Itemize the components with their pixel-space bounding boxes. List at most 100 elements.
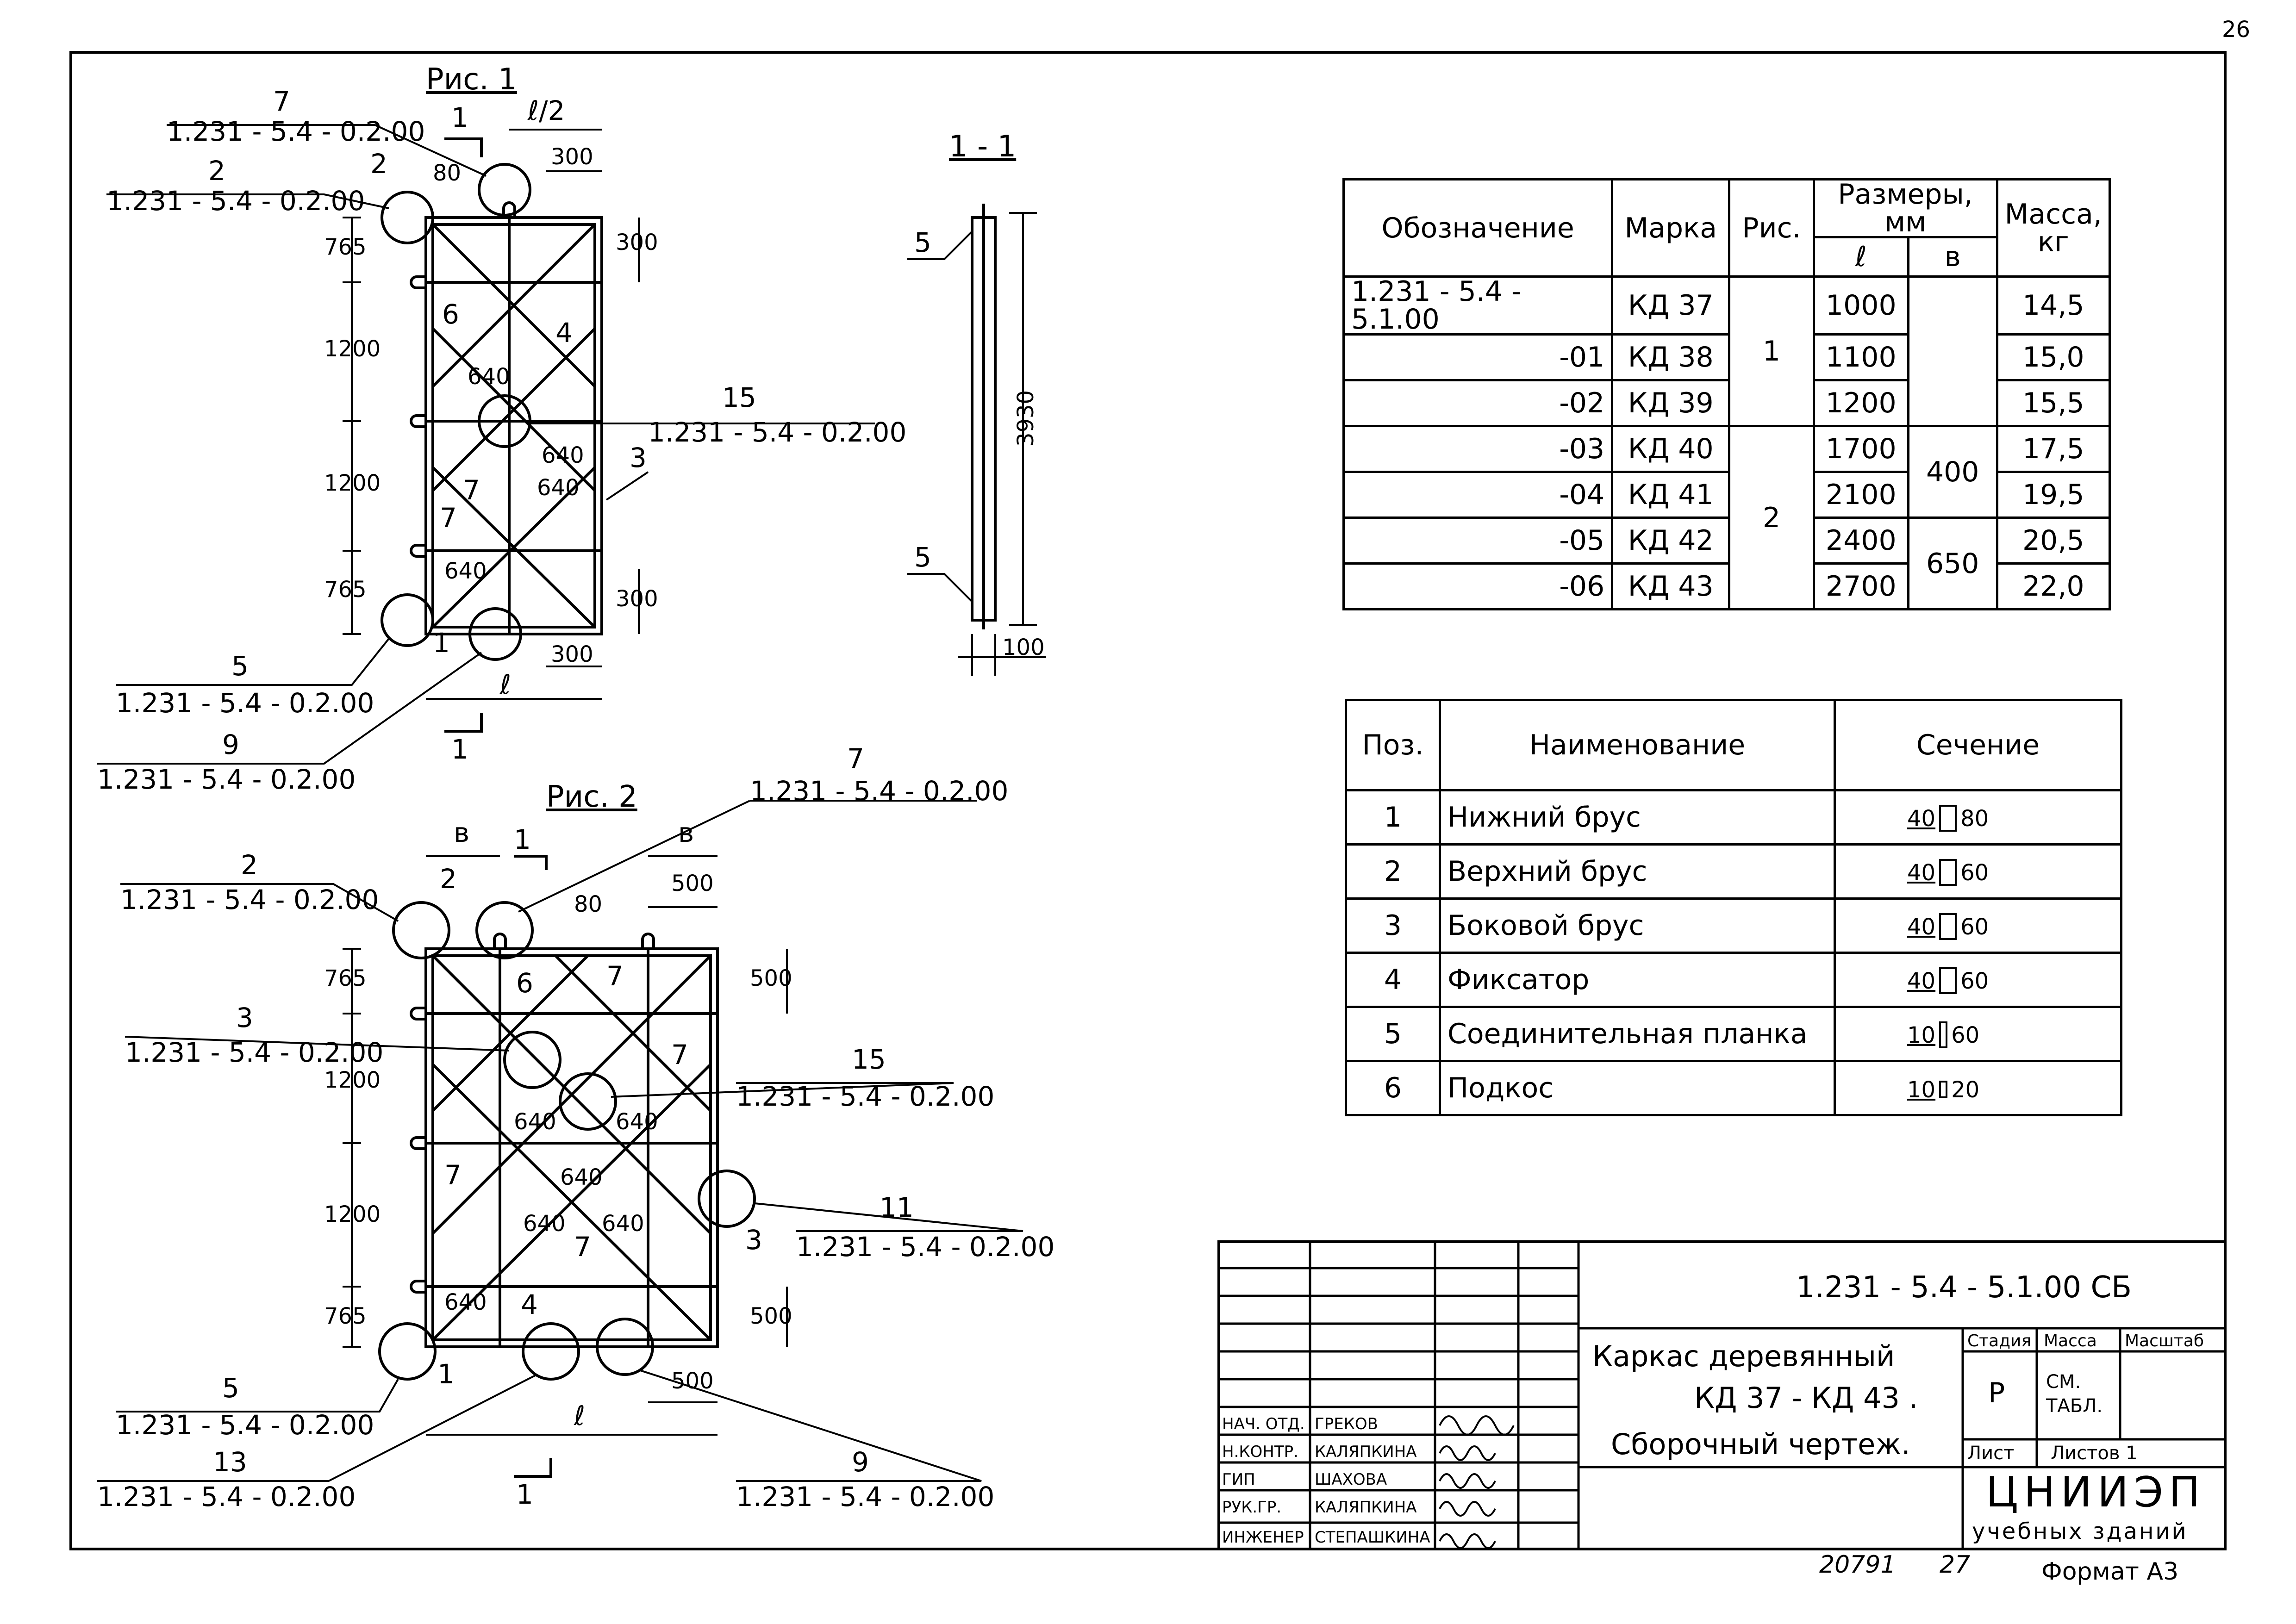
spec-row-l: 1200 [1812,379,1909,427]
fig2-dim-500-bottom: 500 [671,1368,714,1394]
pos-row-pos: 1 [1345,789,1441,846]
spec-row-l: 2700 [1812,562,1909,610]
spec-row-mark: КД 42 [1611,516,1731,565]
spec-row-mark: КД 41 [1611,471,1731,519]
spec-header-fig: Рис. [1728,178,1815,278]
fig1-callout-5-ref: 1.231 - 5.4 - 0.2.00 [116,687,374,719]
scale-label: Масштаб [2125,1332,2204,1350]
spec-row-mass: 20,5 [1996,516,2111,565]
pos-row-pos: 6 [1345,1060,1441,1116]
fig2-label-3: 3 [745,1224,762,1256]
spec-row-mark: КД 38 [1611,333,1731,381]
fig2-callout-3-num: 3 [236,1002,253,1033]
fig2-dim-765-top: 765 [324,965,367,991]
spec-row-designation: -04 [1342,471,1614,519]
pos-row-name: Подкос [1439,1060,1836,1116]
fig2-callout-7-ref: 1.231 - 5.4 - 0.2.00 [750,775,1009,807]
spec-header-l: ℓ [1812,236,1909,278]
spec-row-designation: -06 [1342,562,1614,610]
signature-1 [1439,1415,1515,1436]
spec-b-400: 400 [1907,425,1998,519]
fig2-callout-13-ref: 1.231 - 5.4 - 0.2.00 [97,1481,356,1512]
fig1-callout-2-ref: 1.231 - 5.4 - 0.2.00 [106,185,365,217]
fig2-label-7b: 7 [671,1039,688,1070]
pos-header-pos: Поз. [1345,699,1441,791]
section-title: 1 - 1 [949,130,1017,164]
fig1-label-7a: 7 [463,474,480,506]
pos-section-h: 60 [1960,914,1989,940]
fig1-label-4: 4 [555,317,573,348]
fig1-dim-640-b: 640 [542,442,584,468]
section-profile-icon [1939,1081,1948,1099]
fig1-dim-300-right-top: 300 [616,230,658,255]
fig1-callout-9-num: 9 [222,729,239,760]
fig2-callout-9-num: 9 [852,1446,869,1478]
fig2-label-7d: 7 [574,1231,591,1263]
fig2-callout-2-num: 2 [241,849,258,881]
org-name: ЦНИИЭП [1986,1468,2206,1517]
fig1-dim-80: 80 [433,160,462,186]
position-table: Поз. Наименование Сечение 1 Нижний брус … [1345,699,2122,1116]
fig1-label-7b: 7 [440,502,457,534]
fig2-dim-80: 80 [574,891,603,917]
drawing-title-line1: Каркас деревянный [1592,1339,1895,1373]
spec-row-mass: 17,5 [1996,425,2111,473]
pos-row-name: Нижний брус [1439,789,1836,846]
spec-row-mark: КД 43 [1611,562,1731,610]
spec-row-l: 1000 [1812,275,1909,336]
fig2-section-mark-top: 1 [514,824,531,855]
fig2-callout-5-ref: 1.231 - 5.4 - 0.2.00 [116,1409,374,1441]
fig2-title: Рис. 2 [546,780,637,814]
page-number: 26 [2222,17,2251,43]
role-label: НАЧ. ОТД. [1222,1415,1305,1433]
fig2-callout-11-num: 11 [880,1192,914,1223]
fig2-label-4: 4 [521,1289,538,1320]
spec-row-mass: 15,5 [1996,379,2111,427]
spec-b-empty [1907,275,1998,427]
spec-row-l: 2100 [1812,471,1909,519]
org-subname: учебных зданий [1972,1518,2188,1544]
pos-row-pos: 5 [1345,1006,1441,1062]
fig2-section-mark-bottom: 1 [516,1479,533,1510]
signature-5 [1439,1533,1496,1549]
spec-table: Обозначение Марка Рис. Размеры, мм Масса… [1342,178,2111,610]
fig2-callout-15-num: 15 [852,1044,886,1075]
section-profile-icon [1939,967,1957,995]
fig2-dim-b-right: в [678,817,694,848]
fig2-dim-640-f: 640 [444,1289,487,1315]
fig1-label-3: 3 [630,442,647,473]
fig2-callout-3-ref: 1.231 - 5.4 - 0.2.00 [125,1037,384,1068]
pos-section-h: 20 [1951,1077,1980,1103]
spec-fig-1: 1 [1728,275,1815,427]
pos-section-h: 60 [1960,859,1989,886]
role-label: ИНЖЕНЕР [1222,1528,1304,1547]
pos-section-w: 40 [1907,914,1936,940]
fig1-label-6: 6 [442,299,459,330]
fig2-dim-640-d: 640 [523,1211,566,1237]
section-profile-icon [1939,1021,1948,1049]
role-label: Н.КОНТР. [1222,1443,1298,1461]
fig1-callout-7-num: 7 [273,86,290,117]
section-profile-icon [1939,859,1957,886]
fig1-label-2: 2 [370,148,387,180]
drawing-title-line3: Сборочный чертеж. [1611,1427,1910,1461]
fig1-dim-765-bottom: 765 [324,577,367,603]
fig2-dim-640-c: 640 [560,1164,603,1190]
role-name: СТЕПАШКИНА [1315,1528,1430,1547]
spec-row-mass: 22,0 [1996,562,2111,610]
pos-section-h: 80 [1960,805,1989,832]
fig2-dim-640-a: 640 [514,1109,556,1135]
fig2-callout-9-ref: 1.231 - 5.4 - 0.2.00 [736,1481,995,1512]
fig1-dim-640-c: 640 [537,475,580,501]
fig1-callout-5-num: 5 [231,650,249,682]
spec-row-l: 1700 [1812,425,1909,473]
fig2-dim-b-left: в [454,817,470,848]
mass-label: Масса [2044,1332,2097,1350]
fig2-dim-500-top: 500 [671,871,714,896]
fig2-callout-15-ref: 1.231 - 5.4 - 0.2.00 [736,1081,995,1112]
pos-header-name: Наименование [1439,699,1836,791]
